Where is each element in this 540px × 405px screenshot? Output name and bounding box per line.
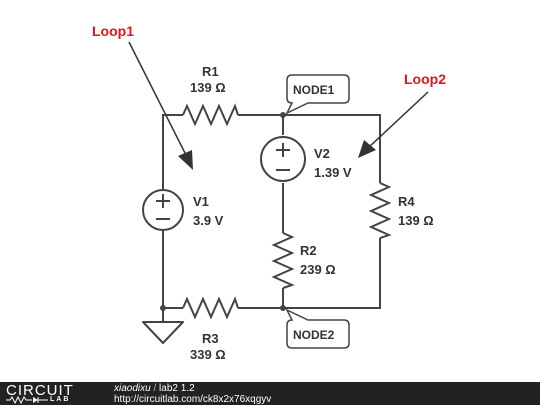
wire-top-left xyxy=(162,114,183,183)
node2-label: NODE2 xyxy=(293,328,335,342)
loop1-arrowhead xyxy=(178,150,193,170)
junction-node1 xyxy=(280,112,286,118)
r3-value: 339 Ω xyxy=(190,347,226,362)
resistor-r1 xyxy=(182,103,239,127)
loop1-label: Loop1 xyxy=(92,23,134,39)
wire-top-mid xyxy=(238,114,381,183)
v1-value: 3.9 V xyxy=(193,213,224,228)
resistor-r4 xyxy=(368,182,392,239)
resistor-r2 xyxy=(271,232,295,289)
loop2-arrowhead xyxy=(358,140,376,158)
footer-bar: CIRCUIT LAB xiaodixu / lab2 1.2 http://c… xyxy=(0,382,540,405)
r1-name: R1 xyxy=(202,64,219,79)
junction-ground xyxy=(160,305,166,311)
footer-project-link[interactable]: lab2 1.2 xyxy=(159,383,195,394)
circuit-diagram: R1 139 Ω R3 339 Ω R2 239 Ω R4 139 Ω V1 3… xyxy=(92,23,446,362)
wire-v1-bottom xyxy=(162,238,183,309)
r4-value: 139 Ω xyxy=(398,213,434,228)
r1-value: 139 Ω xyxy=(190,80,226,95)
footer-title: xiaodixu / lab2 1.2 xyxy=(114,383,195,394)
r2-value: 239 Ω xyxy=(300,262,336,277)
resistor-r3 xyxy=(182,296,239,320)
node2-tag: NODE2 xyxy=(285,308,350,349)
voltage-source-v1 xyxy=(142,183,184,238)
node1-tag: NODE1 xyxy=(285,74,350,115)
footer-user-link[interactable]: xiaodixu xyxy=(114,383,151,394)
logo-text-bottom: LAB xyxy=(50,396,71,403)
ground-icon xyxy=(142,321,184,344)
loop2-arrow xyxy=(367,91,429,149)
circuitlab-logo: CIRCUIT LAB xyxy=(6,383,101,404)
footer-separator: / xyxy=(153,383,157,394)
r3-name: R3 xyxy=(202,331,219,346)
loop2-label: Loop2 xyxy=(404,71,446,87)
voltage-source-v2 xyxy=(260,136,306,182)
r4-name: R4 xyxy=(398,194,415,209)
v1-name: V1 xyxy=(193,194,209,209)
logo-circuit-icon xyxy=(6,396,48,404)
loop1-arrow xyxy=(128,41,187,156)
v2-name: V2 xyxy=(314,146,330,161)
node1-label: NODE1 xyxy=(293,83,335,97)
r2-name: R2 xyxy=(300,243,317,258)
logo-text-top: CIRCUIT xyxy=(6,382,74,399)
junction-node2 xyxy=(280,305,286,311)
v2-value: 1.39 V xyxy=(314,165,352,180)
footer-url-link[interactable]: http://circuitlab.com/ck8x2x76xqgyv xyxy=(114,394,272,405)
